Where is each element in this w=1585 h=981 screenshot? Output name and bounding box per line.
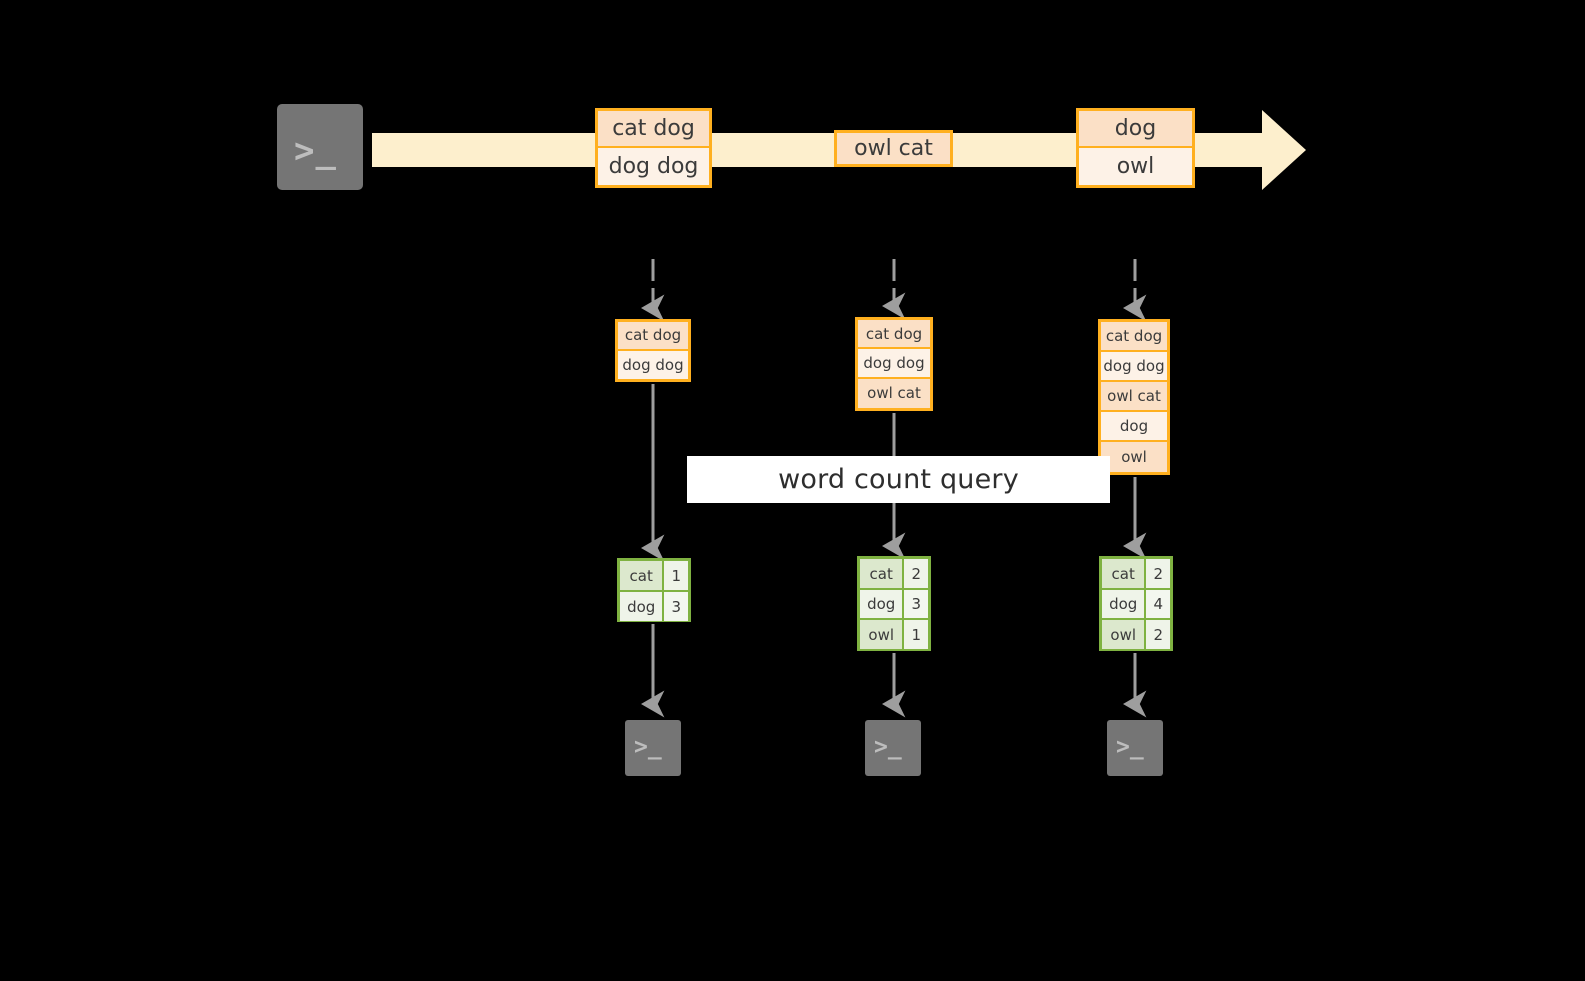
count-cell: 3: [662, 590, 688, 621]
table-row: dog 4: [1102, 588, 1170, 620]
stream-state-line: owl cat: [1101, 382, 1167, 412]
table-row: dog 3: [620, 590, 688, 621]
stream-state-line: dog: [1101, 412, 1167, 442]
snapshot-1-word-counts[interactable]: cat 1 dog 3: [617, 558, 691, 622]
table-row: owl 2: [1102, 618, 1170, 649]
stream-event-2[interactable]: owl cat: [834, 130, 953, 167]
stream-event-1[interactable]: cat dog dog dog: [595, 108, 712, 188]
word-cell: owl: [1102, 618, 1147, 649]
count-cell: 2: [902, 559, 928, 590]
word-cell: owl: [860, 618, 905, 649]
query-label: word count query: [778, 464, 1019, 495]
prompt-glyph: >_: [294, 131, 337, 171]
word-cell: cat: [1102, 559, 1147, 590]
terminal-prompt-icon-source[interactable]: >_: [268, 95, 372, 199]
snapshot-3-stream-state[interactable]: cat dog dog dog owl cat dog owl: [1098, 319, 1170, 475]
word-cell: cat: [860, 559, 905, 590]
stream-state-line: owl cat: [858, 378, 930, 408]
count-cell: 2: [1144, 559, 1170, 590]
count-cell: 4: [1144, 588, 1170, 620]
snapshot-1-stream-state[interactable]: cat dog dog dog: [615, 319, 691, 382]
count-cell: 2: [1144, 618, 1170, 649]
terminal-prompt-icon-sink-2[interactable]: >_: [858, 713, 928, 783]
word-cell: dog: [620, 590, 665, 621]
stream-state-line: cat dog: [858, 320, 930, 350]
table-row: owl 1: [860, 618, 928, 649]
stream-state-line: dog dog: [1101, 352, 1167, 382]
stream-state-line: cat dog: [1101, 322, 1167, 352]
stream-state-line: owl: [1101, 442, 1167, 472]
stream-event-3[interactable]: dog owl: [1076, 108, 1195, 188]
stream-event-line: owl cat: [837, 133, 950, 164]
word-cell: cat: [620, 561, 665, 592]
count-cell: 1: [902, 618, 928, 649]
table-row: dog 3: [860, 588, 928, 620]
prompt-glyph: >_: [634, 734, 662, 760]
count-cell: 3: [902, 588, 928, 620]
stream-event-line: dog dog: [598, 148, 709, 185]
snapshot-2-word-counts[interactable]: cat 2 dog 3 owl 1: [857, 556, 931, 651]
table-row: cat 2: [1102, 559, 1170, 590]
terminal-prompt-icon-sink-1[interactable]: >_: [618, 713, 688, 783]
snapshot-3-word-counts[interactable]: cat 2 dog 4 owl 2: [1099, 556, 1173, 651]
word-cell: dog: [860, 588, 905, 620]
terminal-prompt-icon-sink-3[interactable]: >_: [1100, 713, 1170, 783]
stream-event-line: owl: [1079, 148, 1192, 185]
stream-state-line: dog dog: [858, 349, 930, 379]
prompt-glyph: >_: [874, 734, 902, 760]
stream-state-line: cat dog: [618, 322, 688, 351]
stream-state-line: dog dog: [618, 350, 688, 379]
snapshot-2-stream-state[interactable]: cat dog dog dog owl cat: [855, 317, 933, 411]
stream-event-line: dog: [1079, 111, 1192, 148]
word-cell: dog: [1102, 588, 1147, 620]
table-row: cat 2: [860, 559, 928, 590]
prompt-glyph: >_: [1116, 734, 1144, 760]
query-label-band: word count query: [687, 456, 1110, 503]
stream-event-line: cat dog: [598, 111, 709, 148]
count-cell: 1: [662, 561, 688, 592]
table-row: cat 1: [620, 561, 688, 592]
